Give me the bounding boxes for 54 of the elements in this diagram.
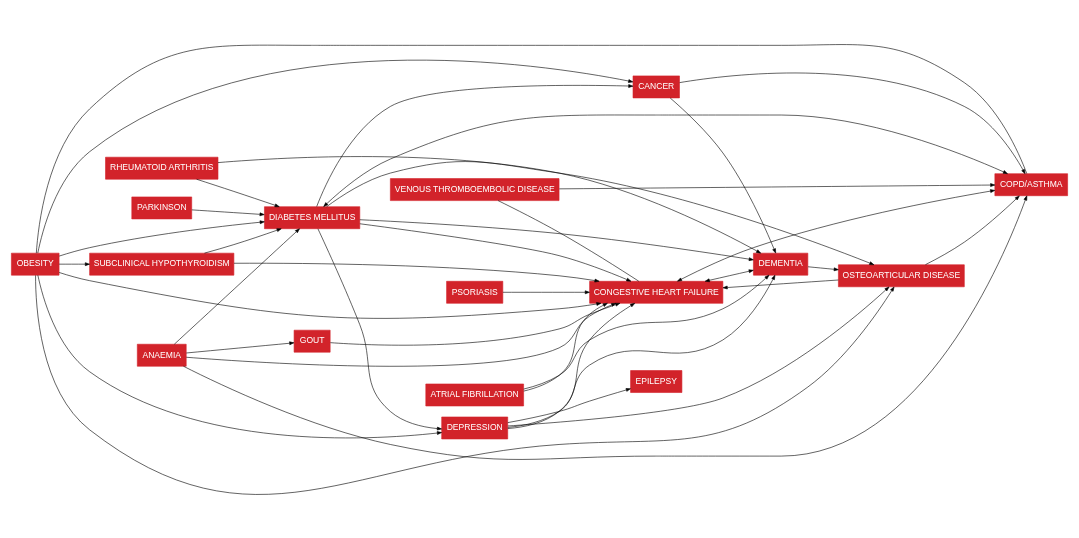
arrow [523, 274, 770, 389]
arrow [217, 155, 762, 253]
arrow [196, 178, 280, 207]
arrow [185, 302, 617, 366]
arrow [183, 195, 1028, 460]
arrow [58, 271, 602, 319]
arrow [502, 290, 590, 294]
arrow [58, 261, 90, 266]
arrow [359, 218, 754, 261]
arrow [233, 262, 600, 282]
arrow [507, 286, 890, 426]
arrow [507, 274, 776, 428]
arrow [316, 83, 634, 207]
node-box: SUBCLINICAL HYPOTHYROIDISM [89, 252, 235, 275]
arrow [807, 265, 839, 271]
node-box: RHEUMATOID ARTHRITIS [105, 156, 219, 179]
arrow [669, 97, 776, 253]
arrow [37, 59, 634, 253]
connector [497, 199, 640, 282]
node-box: DEPRESSION [441, 416, 509, 439]
node-box: VENOUS THROMBOEMBOLIC DISEASE [390, 177, 560, 201]
arrow [204, 227, 282, 253]
node-box: COPD/ASTHMA [994, 172, 1068, 196]
arrow [359, 222, 632, 282]
arrow [559, 182, 996, 189]
arrow [37, 274, 442, 438]
node-box: OSTEOARTICULAR DISEASE [838, 263, 965, 287]
arrow [191, 209, 265, 216]
node-box: GOUT [293, 329, 331, 352]
arrow [35, 274, 895, 494]
node-box: OBESITY [11, 252, 60, 275]
node-box: ATRIAL FIBRILLATION [425, 383, 524, 406]
arrow [323, 114, 1008, 207]
node-box: PSORIASIS [446, 280, 504, 304]
arrow [326, 160, 875, 265]
arrow [704, 268, 754, 282]
connector [36, 43, 1028, 253]
arrow [722, 279, 839, 289]
arrow [677, 188, 996, 282]
arrow [58, 219, 265, 256]
arrow [317, 228, 442, 430]
node-box: ANAEMIA [137, 343, 187, 367]
node-box: PARKINSON [131, 196, 192, 219]
arrow [925, 195, 1020, 265]
node-box: CANCER [632, 75, 680, 98]
arrow [523, 302, 608, 391]
node-box: EPILEPSY [630, 369, 683, 393]
arrow [186, 340, 295, 353]
arrow [330, 302, 621, 345]
arrow [174, 228, 300, 345]
node-box: DEMENTIA [753, 252, 809, 275]
arrow [507, 302, 636, 429]
arrow [507, 387, 631, 423]
arrow [679, 72, 1026, 174]
